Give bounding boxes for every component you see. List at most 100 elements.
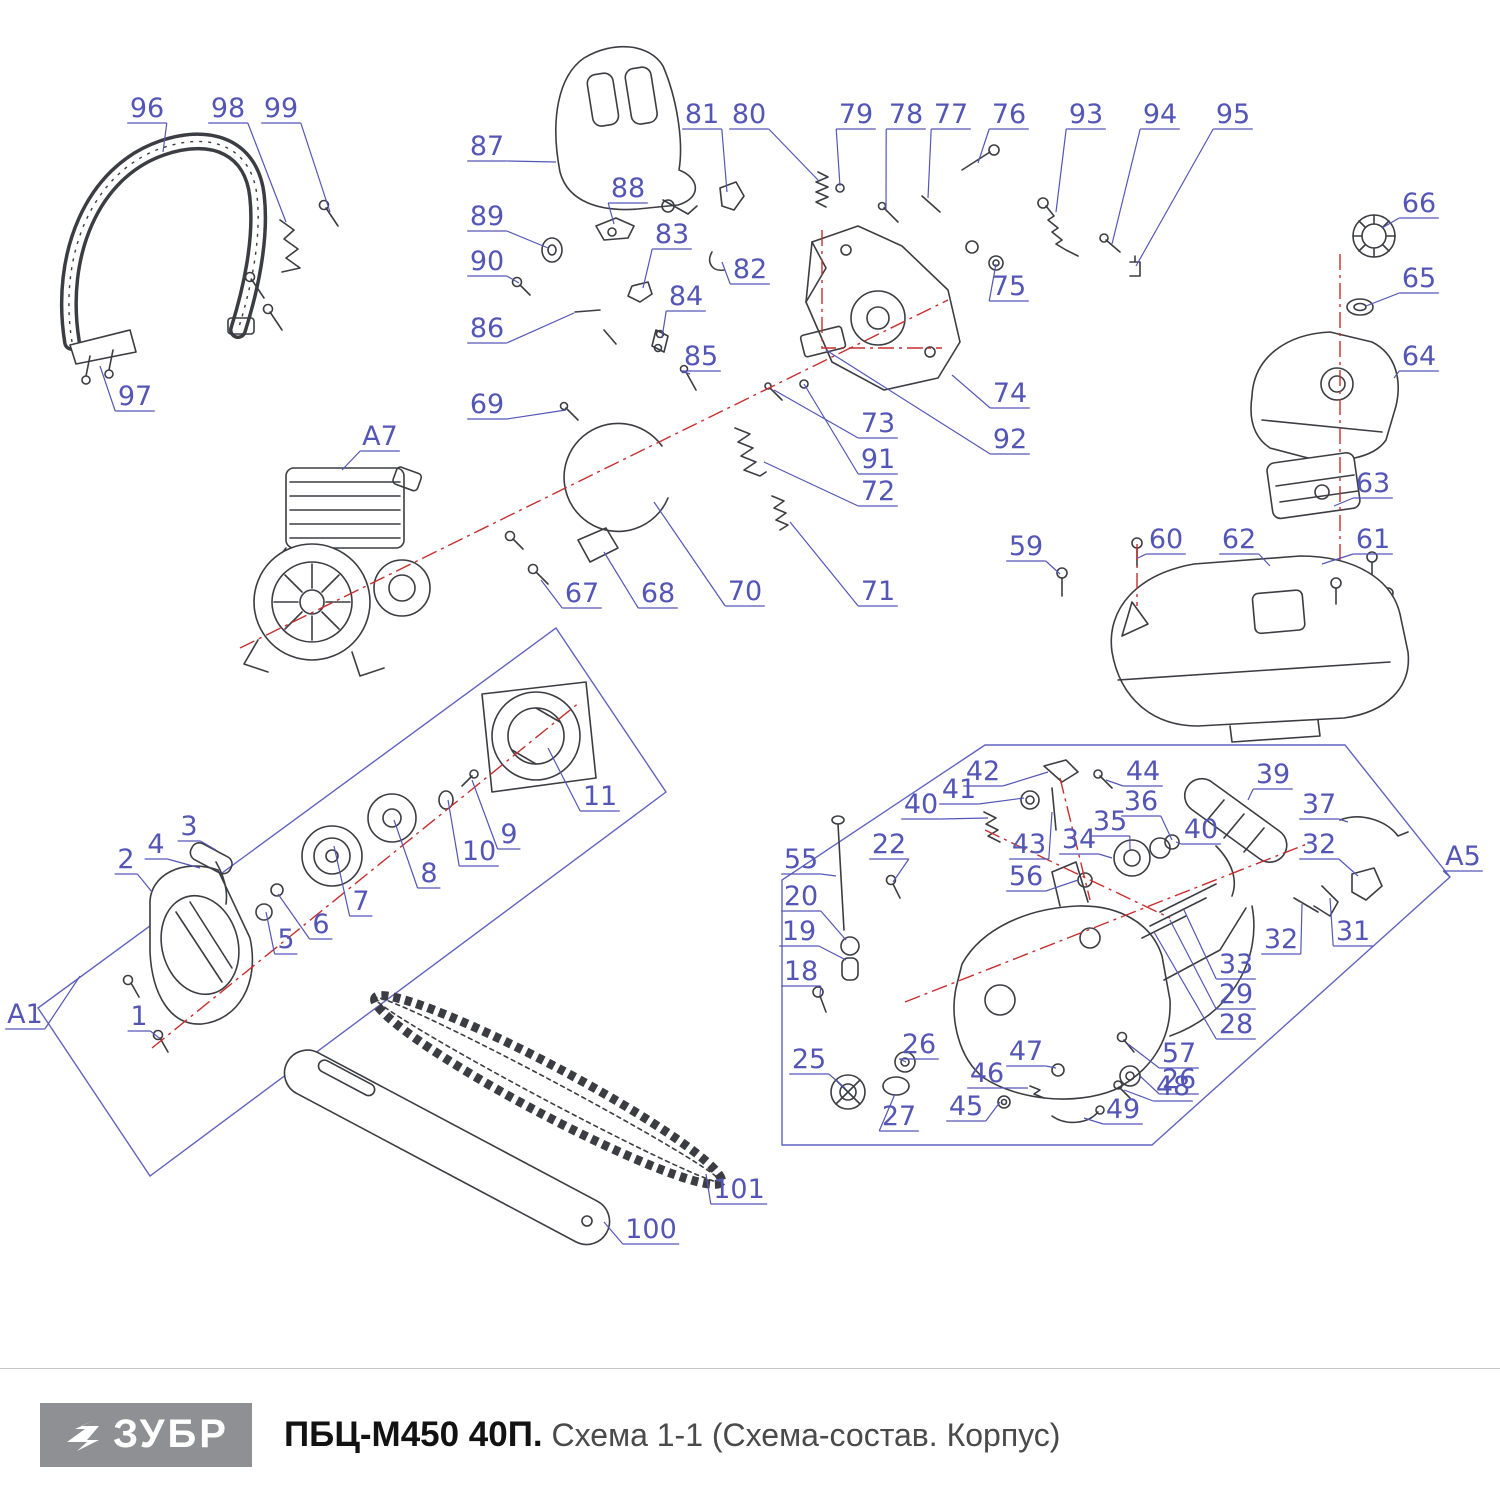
part-label-1: 1 [130, 1001, 147, 1032]
part-label-49: 49 [1106, 1094, 1140, 1125]
leader-line-43 [1048, 811, 1053, 860]
part-label-11: 11 [583, 781, 617, 812]
part-label-27: 27 [882, 1101, 916, 1132]
brand-logo: ЗУБР [40, 1402, 252, 1467]
leader-line-59 [1045, 560, 1061, 575]
part-label-64: 64 [1402, 341, 1436, 372]
air-filter [1266, 451, 1361, 520]
part-label-73: 73 [861, 408, 895, 439]
brake-band-and-springs [504, 401, 789, 585]
leader-line-66 [1381, 217, 1400, 229]
part-label-75: 75 [992, 271, 1026, 302]
group-boxes [37, 627, 1451, 1178]
diagram-title: ПБЦ-М450 40П. Схема 1-1 (Схема-состав. К… [284, 1415, 1060, 1455]
part-label-93: 93 [1069, 99, 1103, 130]
part-label-32: 32 [1302, 829, 1336, 860]
cylinder-cover [1250, 331, 1399, 461]
leader-line-3 [200, 840, 217, 851]
leader-line-90 [506, 275, 520, 284]
part-label-70: 70 [728, 576, 762, 607]
leader-line-7 [333, 845, 351, 917]
leader-line-32 [1338, 858, 1359, 877]
leader-line-55 [820, 873, 837, 877]
leader-line-101 [705, 1173, 712, 1205]
part-label-68: 68 [641, 578, 675, 609]
leader-line-68 [603, 551, 639, 609]
part-label-92: 92 [993, 424, 1027, 455]
leader-line-8 [393, 819, 419, 889]
part-label-76: 76 [992, 99, 1026, 130]
part-label-100: 100 [625, 1214, 677, 1245]
leader-line-6 [277, 893, 311, 940]
leader-line-34 [1098, 853, 1113, 859]
tank-small-parts [812, 815, 1141, 1124]
model-name: ПБЦ-М450 40П. [284, 1414, 543, 1454]
part-label-89: 89 [470, 201, 504, 232]
leader-line-41 [978, 797, 1025, 805]
zubr-logo-icon [67, 1419, 100, 1451]
part-label-69: 69 [470, 389, 504, 420]
part-label-8: 8 [420, 858, 437, 889]
leader-line-4 [167, 858, 201, 869]
brand-name: ЗУБР [113, 1412, 229, 1456]
top-cover [1056, 537, 1410, 743]
part-label-85: 85 [684, 341, 718, 372]
part-label-60: 60 [1149, 524, 1183, 555]
part-label-3: 3 [180, 811, 197, 842]
leader-line-81 [721, 128, 728, 193]
leader-line-89 [506, 230, 549, 249]
leader-line-74 [951, 374, 991, 409]
leader-line-36 [1160, 815, 1173, 841]
leader-line-77 [927, 128, 932, 199]
part-label-10: 10 [462, 836, 496, 867]
leader-line-94 [1111, 128, 1141, 245]
part-label-80: 80 [732, 99, 766, 130]
leader-line-65 [1365, 292, 1400, 307]
part-label-32: 32 [1264, 924, 1298, 955]
fuel-cap [1352, 214, 1396, 258]
part-label-101: 101 [713, 1174, 765, 1205]
leader-line-87 [506, 160, 557, 163]
part-label-7: 7 [352, 886, 369, 917]
leader-line-22 [892, 858, 910, 883]
part-label-84: 84 [669, 281, 703, 312]
leader-line-29 [1169, 919, 1217, 1010]
leader-line-64 [1393, 370, 1400, 379]
part-label-37: 37 [1302, 789, 1336, 820]
leader-line-47 [1045, 1065, 1057, 1069]
leader-line-97 [99, 365, 116, 412]
part-label-43: 43 [1012, 829, 1046, 860]
part-label-6: 6 [312, 909, 329, 940]
part-label-48: 48 [1156, 1071, 1190, 1102]
leader-line-18 [819, 985, 822, 997]
part-label-90: 90 [470, 246, 504, 277]
footer: ЗУБР ПБЦ-М450 40П. Схема 1-1 (Схема-сост… [0, 1368, 1500, 1500]
part-label-46: 46 [970, 1058, 1004, 1089]
part-label-47: 47 [1009, 1036, 1043, 1067]
part-label-67: 67 [565, 578, 599, 609]
leader-line-71 [789, 521, 859, 607]
leader-line-73 [773, 389, 859, 439]
leader-line-A7 [341, 450, 361, 471]
part-label-42: 42 [966, 756, 1000, 787]
part-label-61: 61 [1356, 524, 1390, 555]
saw-chain [370, 991, 726, 1189]
leader-line-11 [547, 747, 581, 812]
engine-assembly [243, 466, 431, 677]
part-label-59: 59 [1009, 531, 1043, 562]
leader-line-1 [150, 1030, 160, 1039]
part-label-74: 74 [993, 378, 1027, 409]
leader-line-72 [763, 461, 859, 507]
group-box-a1 [37, 627, 667, 1178]
leader-line-32 [1300, 903, 1303, 955]
part-label-40: 40 [1184, 814, 1218, 845]
leader-line-82 [721, 261, 731, 285]
leader-line-49 [1083, 1117, 1104, 1125]
starter-assembly [122, 769, 479, 1053]
spike-bumper [244, 199, 339, 331]
leader-line-48 [1123, 1089, 1154, 1102]
leader-line-37 [1338, 818, 1349, 823]
part-label-9: 9 [500, 819, 517, 850]
leader-line-5 [265, 911, 276, 955]
